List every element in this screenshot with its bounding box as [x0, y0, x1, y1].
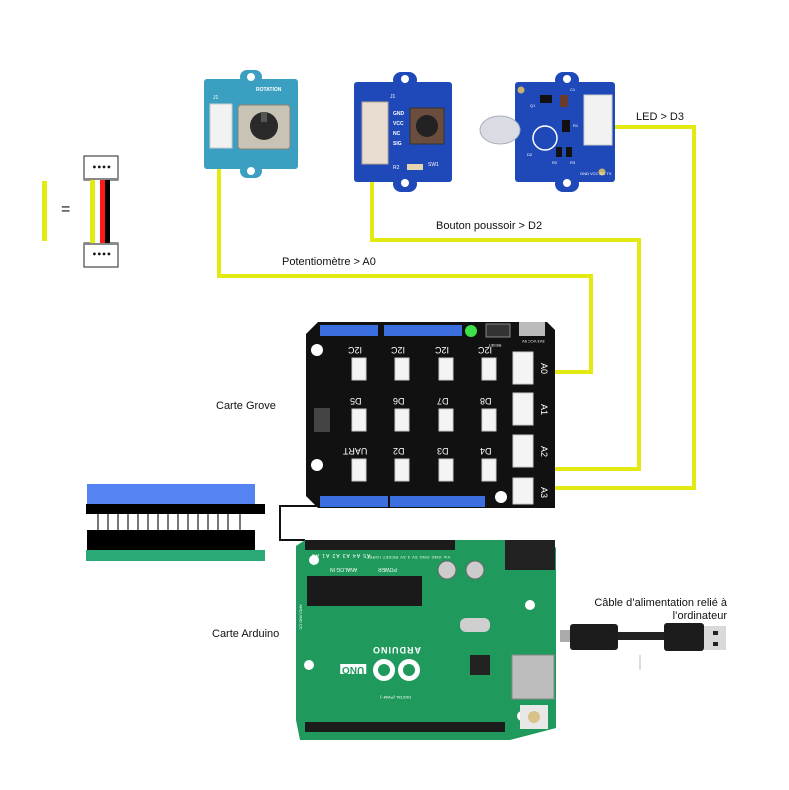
- arduino-power-jack: [505, 540, 555, 570]
- grove-board-label: Carte Grove: [216, 400, 276, 412]
- arduino-power-pins: Vin GND GND 5V 3.3V RESET IOREF: [366, 555, 451, 560]
- grove-port-d4: D4: [480, 446, 492, 456]
- arduino-chip: [307, 576, 422, 606]
- potentiometer-module: [204, 70, 298, 178]
- arduino-uno: [296, 540, 556, 740]
- arduino-pin-3v3: 3.3V: [399, 555, 410, 560]
- pot-module-title: ROTATION: [256, 87, 282, 93]
- led-part-q1: Q1: [530, 103, 536, 108]
- single-wire-symbol: [42, 181, 47, 241]
- wires: [217, 113, 696, 490]
- arduino-pin-ioref: IOREF: [366, 555, 381, 560]
- button-pin-gnd: GND: [393, 111, 405, 117]
- arduino-brand-label: ARDUINO: [372, 645, 421, 655]
- grove-port-d7: D7: [437, 396, 449, 406]
- grove-reset-label: RESET: [488, 343, 502, 348]
- grove-power-led: [465, 325, 477, 337]
- arduino-digital-header: [305, 722, 505, 732]
- grove-port-i2c-2: I2C: [391, 345, 406, 355]
- label-potentiometer-a0: Potentiomètre > A0: [282, 256, 376, 268]
- wire-button-d2: [370, 150, 641, 471]
- arduino-board-label: Carte Arduino: [212, 628, 280, 640]
- grove-voltage-switch-label: 3V3 VCC 5V: [522, 339, 545, 344]
- usb-cable: [560, 623, 726, 670]
- label-led-d3: LED > D3: [636, 111, 684, 123]
- stack-bracket: [279, 505, 320, 541]
- button-module-connector: J1: [390, 94, 396, 100]
- led-pins: GND VCC NC TX: [580, 171, 612, 176]
- button-switch-label: SW1: [428, 162, 439, 168]
- grove-port-d3: D3: [437, 446, 449, 456]
- led-part-r2: R2: [552, 160, 558, 165]
- cable-label: Câble d’alimentation relié à l’ordinateu…: [592, 597, 727, 623]
- micro-usb-plug: [560, 630, 570, 642]
- arduino-website-label: ARDUINO.CC: [298, 604, 304, 630]
- grove-port-i2c-3: I2C: [435, 345, 450, 355]
- usb-a-plug: [704, 626, 726, 650]
- wire-legend: [42, 155, 119, 268]
- button-resistor-label: R2: [393, 165, 400, 171]
- label-button-d2: Bouton poussoir > D2: [436, 220, 543, 232]
- grove-port-a3: A3: [539, 486, 550, 499]
- led-part-r1: R1: [573, 123, 579, 128]
- arduino-analog-header-label: ANALOG IN: [330, 566, 358, 572]
- grove-port-d5: D5: [350, 396, 362, 406]
- button-pin-sig: SIG: [393, 141, 402, 147]
- arduino-pin-vin: Vin: [443, 555, 451, 560]
- arduino-pin-5v: 5V: [411, 555, 418, 560]
- wire-yellow: [90, 180, 95, 243]
- led-part-c1: C1: [570, 87, 576, 92]
- equals-sign: =: [61, 201, 71, 218]
- grove-port-a2: A2: [539, 445, 550, 458]
- arduino-usb-port: [511, 654, 555, 700]
- stack-icon: [86, 484, 265, 561]
- pot-module-connector: J1: [213, 95, 219, 101]
- wire-black: [105, 180, 110, 243]
- arduino-pin-reset: RESET: [382, 555, 399, 560]
- arduino-pin-a1: A1: [321, 552, 330, 558]
- connector-dots-top: ••••: [92, 163, 112, 172]
- arduino-digital-header-label: DIGITAL (PWM~): [380, 695, 411, 700]
- arduino-pin-gnd-2: GND: [431, 555, 442, 560]
- led-part-r3: R3: [570, 160, 576, 165]
- grove-port-a0: A0: [539, 362, 550, 375]
- button-pin-vcc: VCC: [393, 121, 404, 127]
- arduino-pin-a4: A4: [352, 552, 361, 558]
- arduino-analog-pins: A5 A4 A3 A2 A1 A0: [311, 552, 370, 558]
- grove-port-i2c-1: I2C: [348, 345, 363, 355]
- cable-label-line2: l’ordinateur: [672, 610, 727, 622]
- grove-shield: [306, 322, 555, 508]
- arduino-pin-a0: A0: [311, 552, 320, 558]
- arduino-power-header-label: POWER: [378, 566, 397, 572]
- stack-pins: [97, 514, 241, 530]
- button-module: [354, 72, 452, 192]
- grove-port-d6: D6: [393, 396, 405, 406]
- grove-header-bottom-left: [320, 496, 388, 507]
- grove-header-top-right: [384, 325, 462, 336]
- grove-port-d2: D2: [393, 446, 405, 456]
- grove-port-uart: UART: [343, 446, 368, 456]
- connector-dots-bottom: ••••: [92, 250, 112, 259]
- wire-potentiometer-a0: [217, 113, 593, 374]
- wire-white: [95, 180, 100, 243]
- wire-led-d3: [446, 125, 696, 490]
- wire-red: [100, 180, 105, 243]
- arduino-pin-a2: A2: [331, 552, 340, 558]
- grove-port-a1: A1: [539, 403, 550, 416]
- grove-port-d8: D8: [480, 396, 492, 406]
- led-part-d2: D2: [527, 152, 533, 157]
- arduino-model-label: UNO: [340, 664, 367, 675]
- arduino-pin-a3: A3: [341, 552, 350, 558]
- grove-header-bottom-right: [390, 496, 485, 507]
- arduino-pin-gnd-1: GND: [419, 555, 430, 560]
- cable-label-line1: Câble d’alimentation relié à: [594, 597, 727, 609]
- grove-header-top-left: [320, 325, 378, 336]
- button-pin-nc: NC: [393, 131, 401, 137]
- led-module: [479, 72, 615, 192]
